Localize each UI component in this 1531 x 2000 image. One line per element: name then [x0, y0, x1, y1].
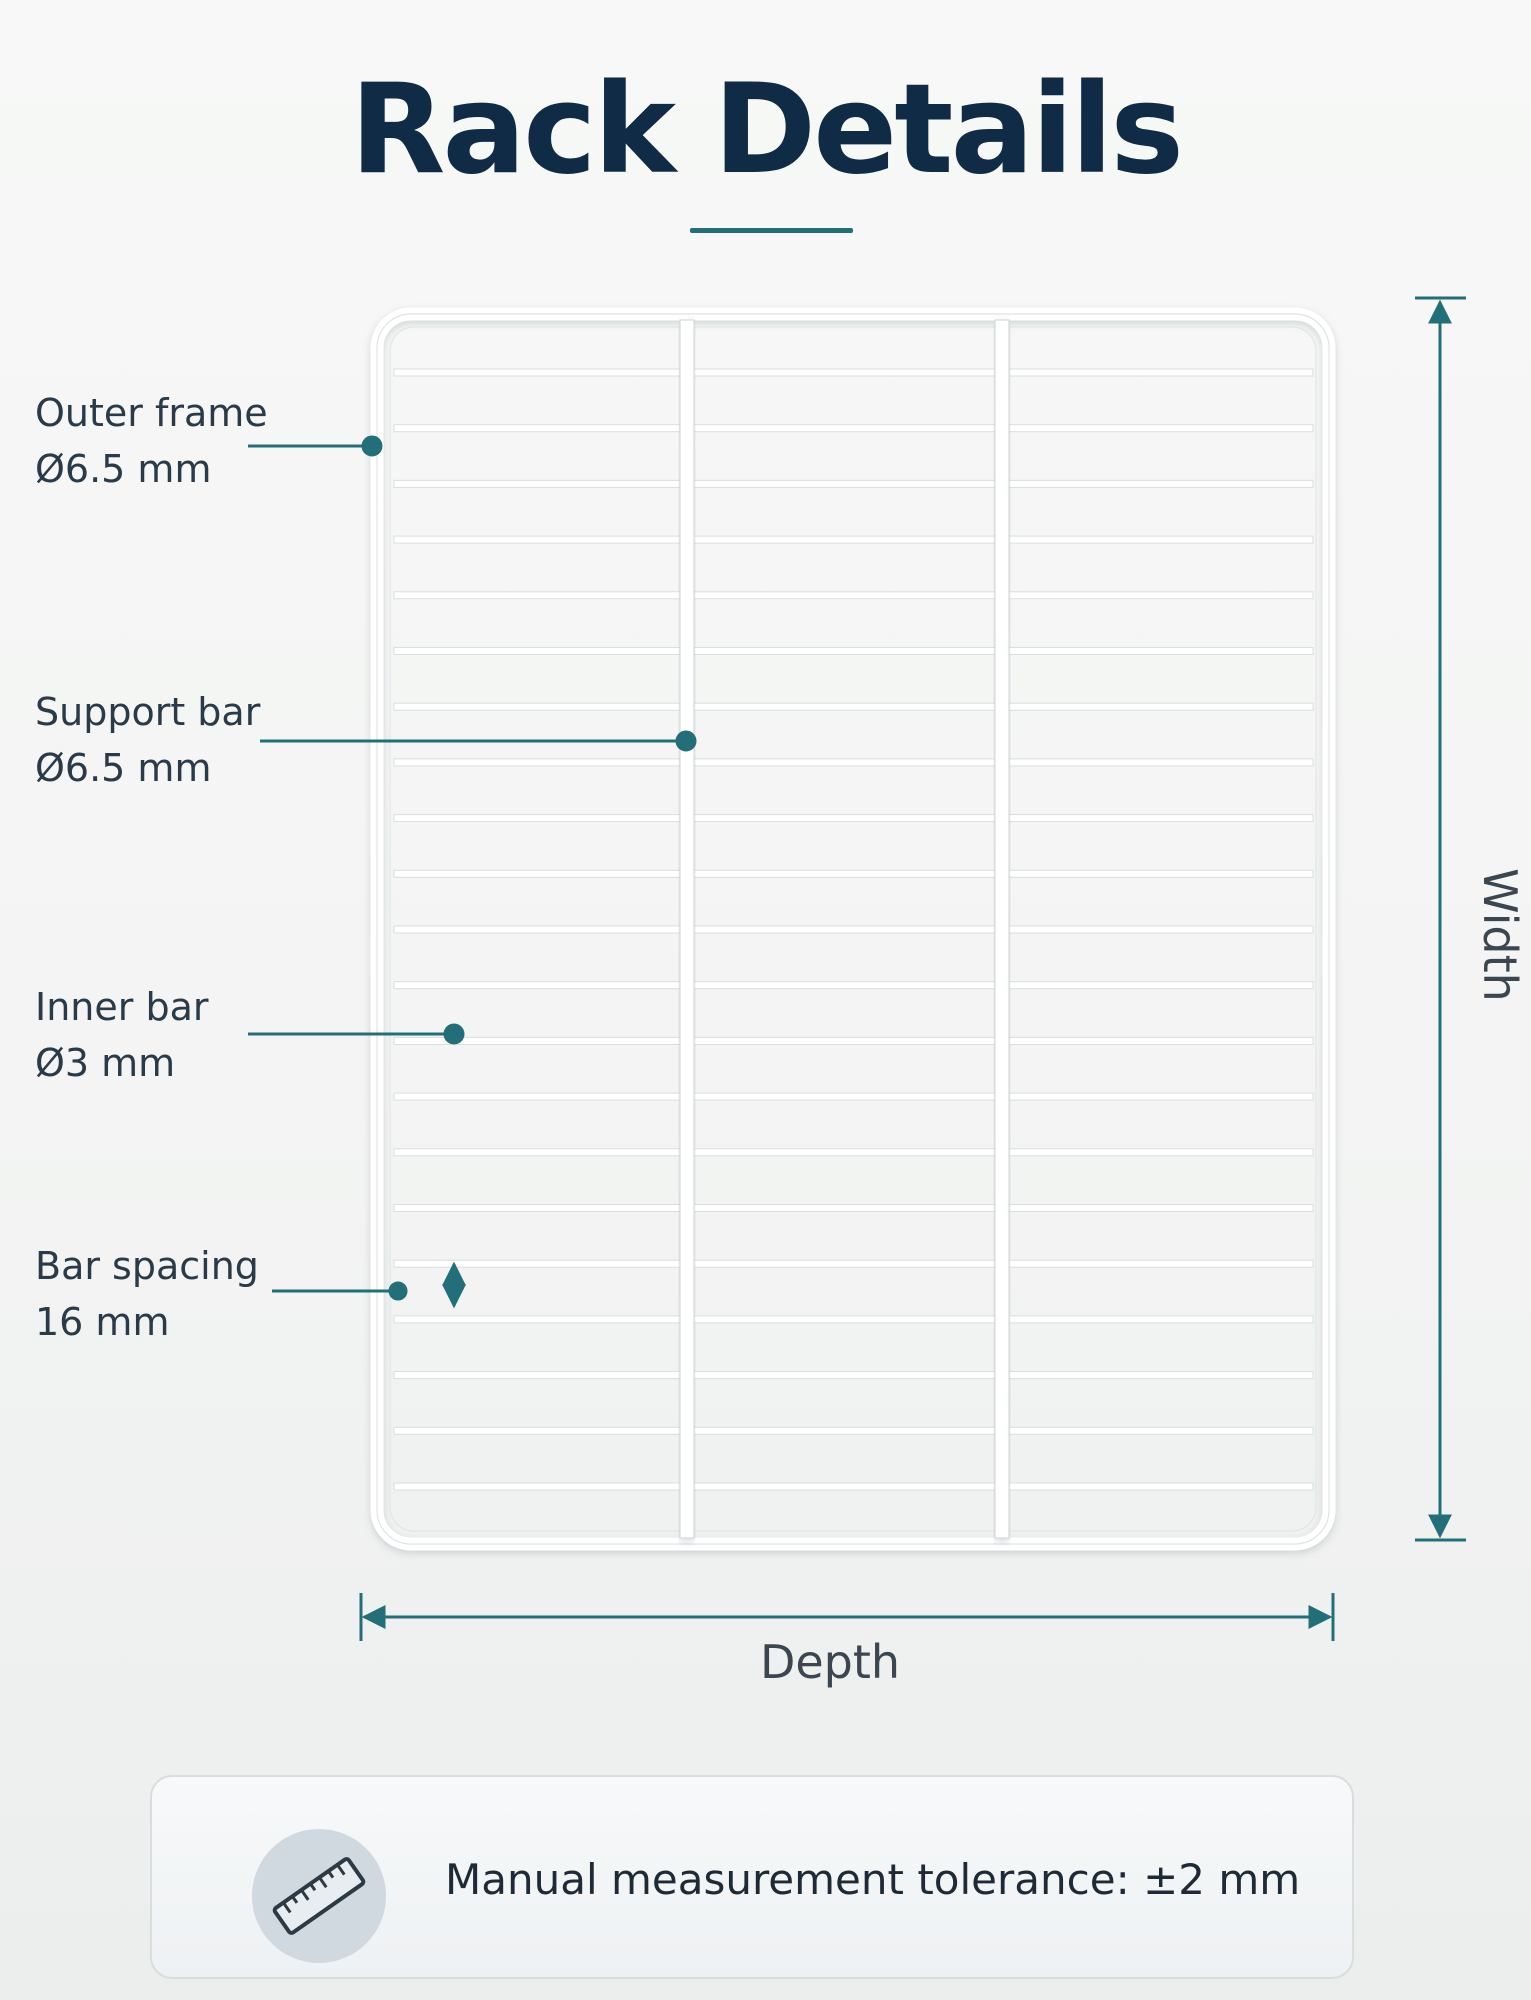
inner-bar [693, 647, 996, 655]
inner-bar [693, 869, 996, 878]
outer-frame-dot [361, 435, 383, 457]
inner-bar [1008, 869, 1314, 878]
inner-bar [1008, 591, 1314, 600]
inner-bar [393, 1204, 681, 1212]
inner-bar [693, 1036, 996, 1045]
outer-frame-label: Outer frame Ø6.5 mm [35, 385, 268, 497]
inner-bar [693, 814, 996, 823]
inner-bar [393, 702, 681, 711]
page-title: Rack Details [349, 58, 1184, 202]
depth-label: Depth [759, 1635, 901, 1689]
tolerance-text: Manual measurement tolerance: ±2 mm [445, 1855, 1301, 1904]
bar-spacing-value: 16 mm [35, 1300, 170, 1344]
inner-bar [393, 981, 681, 990]
inner-bar [693, 1315, 996, 1324]
inner-bar [1008, 368, 1314, 377]
inner-bar [693, 424, 996, 433]
inner-bar [393, 424, 681, 433]
inner-bar [693, 1371, 996, 1380]
inner-bar [1008, 1036, 1314, 1045]
inner-bar [393, 1259, 681, 1268]
inner-bar [693, 925, 996, 934]
inner-bar [393, 869, 681, 878]
bar-spacing-label: Bar spacing 16 mm [35, 1238, 259, 1350]
inner-bar [393, 479, 681, 488]
inner-bar [1008, 1204, 1314, 1212]
support-bar-name: Support bar [35, 690, 261, 734]
ruler-icon [252, 1829, 386, 1963]
inner-bar [693, 368, 996, 377]
inner-bar [393, 591, 681, 600]
inner-bar [1008, 1315, 1314, 1324]
outer-frame-value: Ø6.5 mm [35, 447, 212, 491]
inner-bar [1008, 981, 1314, 990]
inner-bar [393, 368, 681, 377]
inner-bar [393, 647, 681, 655]
inner-bar [1008, 758, 1314, 767]
inner-bar [693, 479, 996, 488]
inner-bar [393, 535, 681, 544]
support-bar-value: Ø6.5 mm [35, 746, 212, 790]
inner-bar [1008, 925, 1314, 934]
inner-bar [393, 1148, 681, 1157]
inner-bar [1008, 535, 1314, 544]
depth-dimension [359, 1593, 1335, 1641]
inner-bar [693, 535, 996, 544]
inner-bar [393, 1371, 681, 1380]
inner-bar [393, 814, 681, 823]
support-bar-right [994, 319, 1010, 1539]
inner-bar [693, 758, 996, 767]
inner-bar [1008, 702, 1314, 711]
width-dimension [1415, 296, 1466, 1542]
inner-bar-label: Inner bar Ø3 mm [35, 979, 209, 1091]
inner-bar-dot [443, 1023, 465, 1045]
inner-bars [393, 368, 1314, 1491]
support-bar-left [679, 319, 695, 1539]
rack [370, 307, 1336, 1551]
inner-bar [1008, 1371, 1314, 1380]
inner-bar [1008, 1259, 1314, 1268]
inner-bar [693, 1204, 996, 1212]
inner-bar [393, 1036, 681, 1045]
inner-bar-value: Ø3 mm [35, 1041, 176, 1085]
inner-bar [693, 591, 996, 600]
inner-bar [1008, 424, 1314, 433]
inner-bar [393, 1482, 681, 1491]
support-bar-dot [675, 730, 697, 752]
inner-bar [693, 1426, 996, 1435]
inner-bar [393, 925, 681, 934]
inner-bar [1008, 1426, 1314, 1435]
inner-bar [693, 1148, 996, 1157]
inner-bar [693, 702, 996, 711]
inner-bar [1008, 1482, 1314, 1491]
inner-bar [393, 1092, 681, 1101]
inner-bar [1008, 647, 1314, 655]
inner-bar [1008, 1148, 1314, 1157]
inner-bar-name: Inner bar [35, 985, 209, 1029]
inner-bar [1008, 814, 1314, 823]
tolerance-note: Manual measurement tolerance: ±2 mm [150, 1775, 1354, 1979]
inner-bar [393, 1315, 681, 1324]
bar-spacing-dot [388, 1281, 408, 1301]
title-underline [690, 228, 853, 233]
inner-bar [693, 1259, 996, 1268]
inner-bar [693, 1092, 996, 1101]
outer-frame-name: Outer frame [35, 391, 268, 435]
bar-spacing-name: Bar spacing [35, 1244, 259, 1288]
inner-bar [393, 1426, 681, 1435]
inner-bar [1008, 479, 1314, 488]
inner-bar [693, 981, 996, 990]
support-bar-label: Support bar Ø6.5 mm [35, 684, 260, 796]
inner-bar [693, 1482, 996, 1491]
inner-bar [1008, 1092, 1314, 1101]
inner-bar [393, 758, 681, 767]
width-label: Width [1473, 868, 1527, 1002]
